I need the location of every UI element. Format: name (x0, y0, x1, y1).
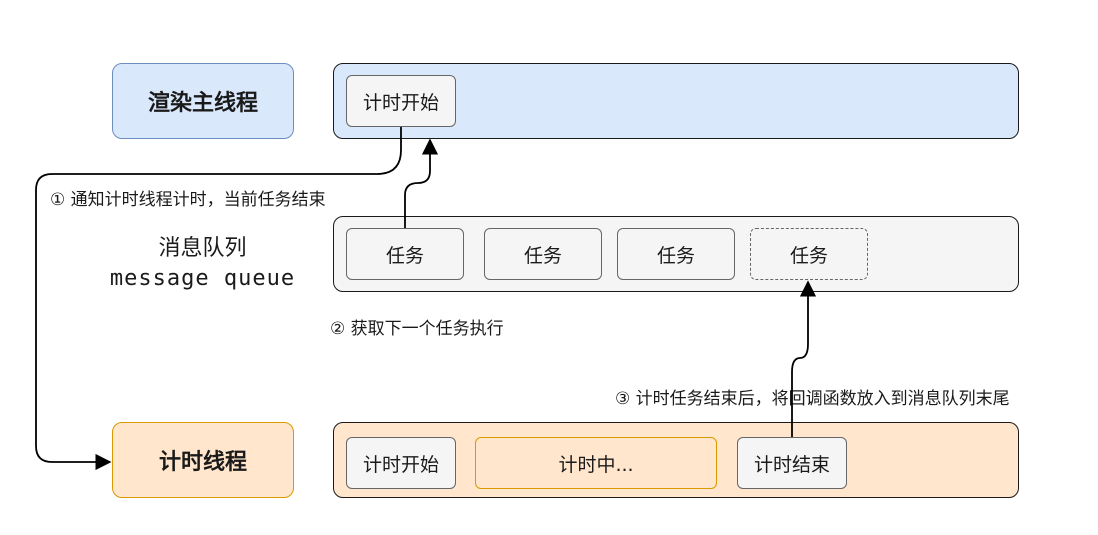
step2-note: ② 获取下一个任务执行 (330, 319, 504, 339)
message-queue-label: 消息队列 message queue (95, 230, 310, 291)
arrow-callback-to-queue (791, 280, 817, 437)
timer-end-box: 计时结束 (737, 437, 847, 489)
arrow-notify-timer (35, 127, 402, 471)
timer-thread-label: 计时线程 (112, 422, 294, 498)
step3-note: ③ 计时任务结束后，将回调函数放入到消息队列末尾 (615, 389, 1010, 409)
queue-task-4-pending: 任务 (750, 228, 868, 280)
render-main-thread-label: 渲染主线程 (112, 63, 294, 139)
message-queue-label-en: message queue (109, 266, 296, 291)
arrow-fetch-next-task (404, 138, 439, 228)
message-queue-label-cn: 消息队列 (158, 236, 247, 261)
step1-note: ① 通知计时线程计时，当前任务结束 (50, 190, 326, 210)
render-timer-start-task: 计时开始 (346, 75, 456, 127)
timer-start-box: 计时开始 (346, 437, 456, 489)
queue-task-3: 任务 (617, 228, 735, 280)
queue-task-2: 任务 (484, 228, 602, 280)
queue-task-1: 任务 (346, 228, 464, 280)
timer-running-box: 计时中... (475, 437, 717, 489)
